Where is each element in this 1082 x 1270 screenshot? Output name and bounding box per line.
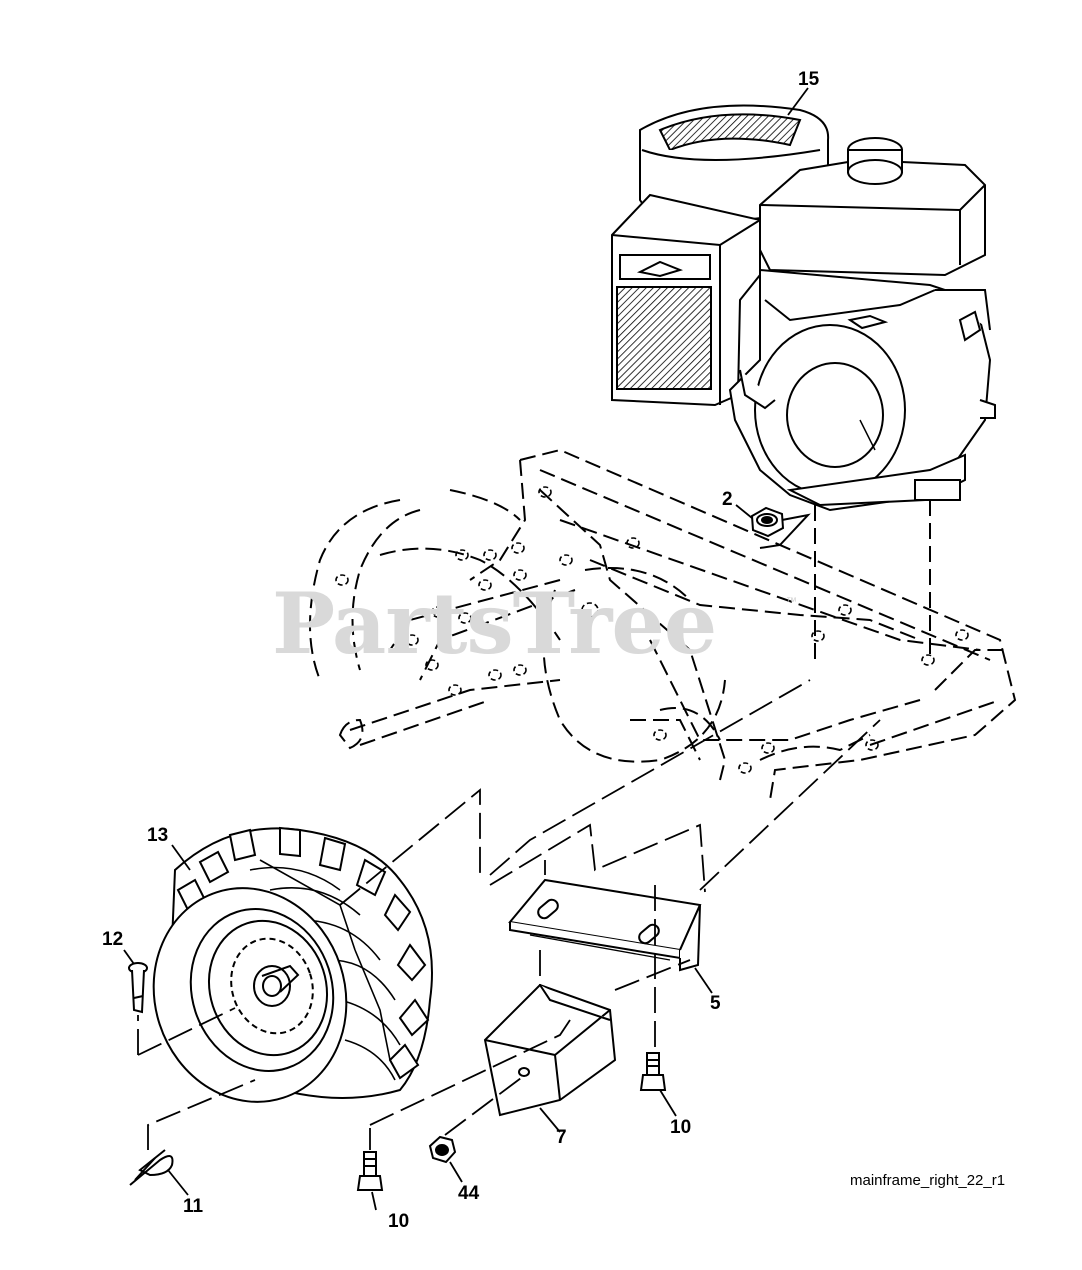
nut-icon [750,506,811,549]
callout-5: 5 [710,993,721,1014]
callout-13: 13 [147,825,169,846]
wheel-tire-icon [152,826,433,1103]
bolt-icon [356,1151,384,1191]
assembly-lines [137,679,881,1150]
mainframe-phantom [309,330,1017,801]
callout-11: 11 [183,1196,204,1217]
leader-lines [123,87,809,1211]
callout-10b: 10 [388,1211,410,1232]
callout-15: 15 [798,69,820,90]
callout-7: 7 [556,1127,567,1148]
callout-12: 12 [102,929,124,950]
callout-44: 44 [458,1183,480,1204]
clevis-pin-icon [128,962,148,1014]
hairpin-clip-icon [129,1149,174,1186]
engine-icon [611,104,996,512]
watermark-trademark: ™ [786,596,797,608]
diagram-reference: mainframe_right_22_r1 [850,1172,1006,1189]
bolt-icon [639,1052,667,1091]
block-icon [483,983,617,1117]
nut-icon [428,1135,457,1164]
bracket-icon [508,878,702,972]
callout-2: 2 [722,489,733,510]
callout-10a: 10 [670,1117,692,1138]
frame-holes [335,486,969,774]
watermark-text: PartsTree [272,574,717,673]
